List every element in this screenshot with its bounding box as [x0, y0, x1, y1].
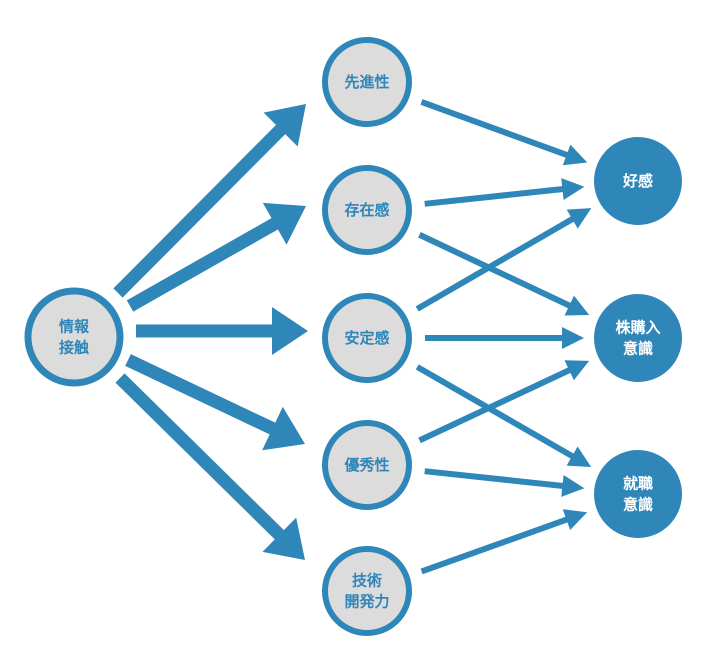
source-to-f3-arrow [136, 307, 308, 355]
factor-node-f1-label: 先進性 [344, 73, 389, 91]
source-to-f4-arrow [125, 354, 305, 451]
f5-to-o3-arrow [420, 509, 588, 575]
outcome-node-o1-label: 好感 [622, 172, 653, 190]
f4-to-o2-arrow [418, 360, 590, 444]
f1-to-o1-arrow [420, 99, 588, 166]
source-to-f1-arrow [113, 104, 306, 298]
outcome-node-o1-circle [594, 137, 682, 225]
f3-to-o1-arrow [415, 208, 592, 312]
f2-to-o2-arrow [418, 232, 590, 316]
source-node-circle [24, 287, 124, 387]
factor-node-f2-label: 存在感 [344, 201, 389, 219]
source-node-label: 接触 [59, 339, 89, 357]
factor-node-f4-label: 優秀性 [343, 456, 389, 474]
outcome-node-o1: 好感 [594, 137, 682, 225]
source-to-f2-arrow [126, 202, 306, 312]
factor-node-f2: 存在感 [322, 165, 412, 255]
outcome-node-o2-label: 株購入 [615, 319, 660, 337]
factor-node-f5-label: 技術 [352, 572, 382, 590]
outcome-node-o3-label: 意識 [623, 496, 653, 514]
factor-node-f3-circle [322, 293, 412, 383]
factor-node-f4: 優秀性 [322, 420, 412, 510]
factor-node-f5-label: 開発力 [344, 593, 389, 611]
factor-node-f4-circle [322, 420, 412, 510]
outcome-node-o2-circle [594, 294, 682, 382]
factor-node-f1-circle [322, 37, 412, 127]
factor-node-f3: 安定感 [322, 293, 412, 383]
factor-node-f5-circle [322, 546, 412, 636]
f3-to-o2-arrow [425, 327, 584, 349]
source-to-f5-arrow [115, 373, 305, 560]
outcome-node-o3-circle [594, 450, 682, 538]
factor-node-f2-circle [322, 165, 412, 255]
factor-to-outcome-arrows [415, 99, 592, 575]
source-to-factor-arrows [113, 104, 308, 560]
f3-to-o3-arrow [415, 364, 592, 468]
factor-node-f3-label: 安定感 [344, 329, 389, 347]
outcome-node-o2-label: 意識 [623, 340, 653, 358]
outcome-node-o3-label: 就職 [623, 475, 653, 493]
factor-node-f1: 先進性 [322, 37, 412, 127]
f4-to-o3-arrow [424, 468, 585, 497]
f2-to-o1-arrow [424, 178, 585, 207]
source-node-label: 情報 [59, 318, 90, 336]
